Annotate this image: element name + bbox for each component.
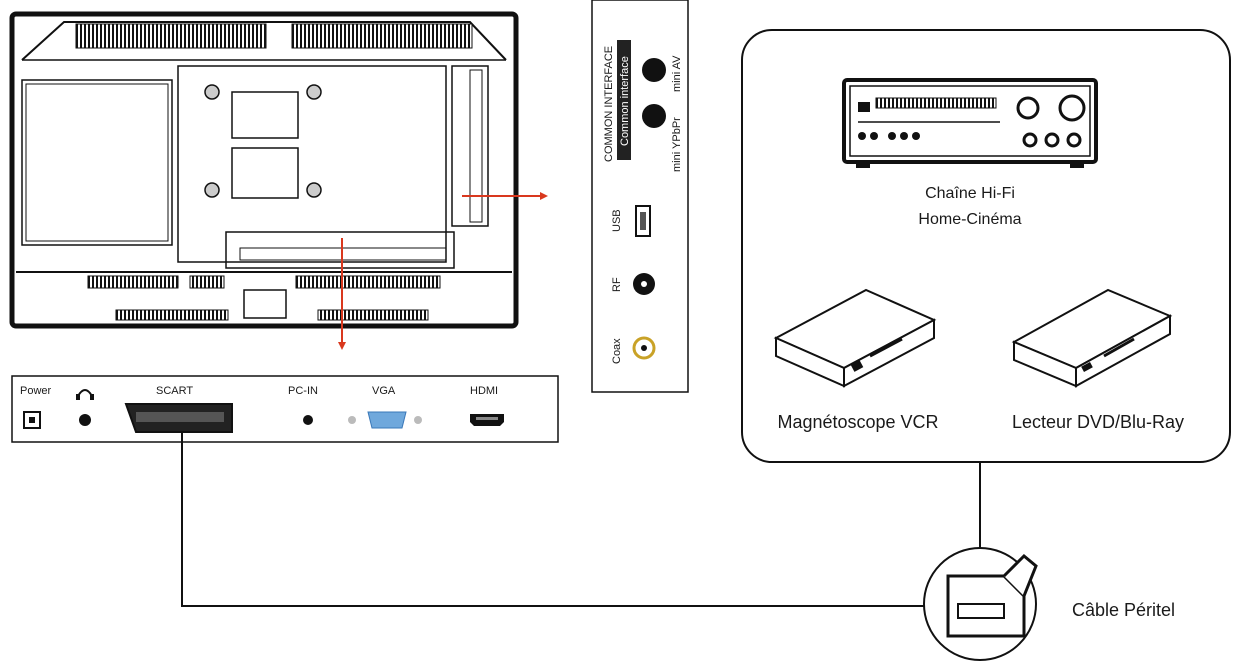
side-connector-panel: COMMON INTERFACE Common interface mini A… bbox=[591, 0, 689, 393]
hifi-label-line1: Chaîne Hi-Fi bbox=[925, 185, 1015, 202]
pc-in-label: PC-IN bbox=[288, 385, 318, 397]
mini-ypbpr-jack bbox=[642, 104, 666, 128]
vcr-label: Magnétoscope VCR bbox=[777, 412, 938, 432]
mini-ypbpr-label: mini YPbPr bbox=[671, 117, 683, 172]
hdmi-label: HDMI bbox=[470, 385, 498, 397]
pc-in-jack bbox=[303, 415, 313, 425]
bottom-connector-panel: Power SCART PC-IN VGA HDMI bbox=[11, 375, 559, 443]
vga-label: VGA bbox=[372, 385, 396, 397]
mini-av-jack bbox=[642, 58, 666, 82]
common-interface-sublabel: Common interface bbox=[619, 56, 631, 146]
headphone-jack bbox=[79, 414, 91, 426]
power-label: Power bbox=[20, 385, 52, 397]
devices-box: Chaîne Hi-Fi Home-Cinéma Magnétoscope VC… bbox=[741, 29, 1231, 463]
hifi-label-line2: Home-Cinéma bbox=[918, 211, 1021, 228]
dvd-label: Lecteur DVD/Blu-Ray bbox=[1012, 412, 1184, 432]
scart-cable bbox=[181, 432, 981, 607]
peritel-connector-icon bbox=[923, 547, 1038, 661]
coax-label: Coax bbox=[611, 338, 623, 364]
rf-label: RF bbox=[611, 277, 623, 292]
dvd-player-icon bbox=[1011, 288, 1173, 388]
cable-label: Câble Péritel bbox=[1072, 600, 1175, 620]
scart-label: SCART bbox=[156, 385, 193, 397]
vcr-player-icon bbox=[773, 288, 937, 388]
common-interface-slot bbox=[617, 40, 631, 160]
vga-port-icon bbox=[367, 411, 407, 429]
mini-av-label: mini AV bbox=[671, 55, 683, 92]
common-interface-label: COMMON INTERFACE bbox=[603, 46, 615, 162]
usb-label: USB bbox=[611, 209, 623, 232]
tv-rear-view bbox=[9, 11, 548, 350]
hifi-amplifier-icon bbox=[842, 78, 1098, 168]
